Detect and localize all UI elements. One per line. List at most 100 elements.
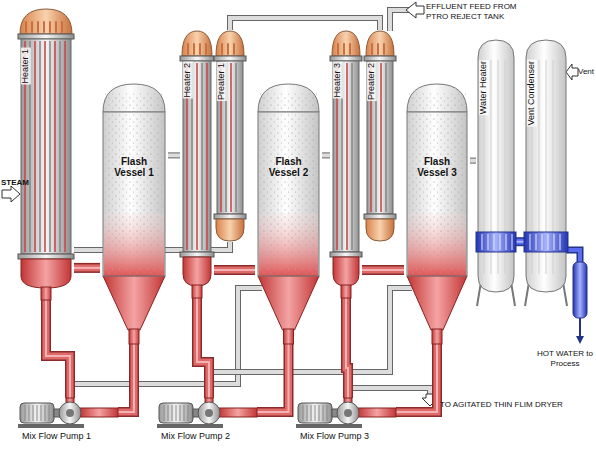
mix-flow-pump-outline-part (303, 405, 304, 421)
flash-vessel-outline (255, 82, 322, 344)
preheater-column-outline-part (366, 31, 394, 56)
mix-flow-pump-outline-part (198, 402, 220, 424)
pipe-stroke (396, 344, 437, 412)
water-heater-outline-part (506, 234, 507, 250)
heater-column-outline-part (180, 56, 214, 61)
pipe-connector (516, 241, 524, 242)
flash-vessel-outline-part (259, 92, 318, 276)
flash-vessel-outline-part (407, 276, 467, 277)
heater-column-outline-part (341, 285, 351, 298)
steam-inlet (2, 186, 20, 202)
heater-column-outline-part (337, 44, 339, 54)
flash-vessel: Flash Vessel 2 (255, 82, 322, 344)
pipe-stroke (197, 298, 209, 398)
heater-column-outline-part (351, 63, 353, 250)
pipe-stroke (118, 344, 134, 412)
pipe-stroke (346, 298, 348, 398)
heater-column-outline-part (206, 63, 208, 250)
heater-column-outline-part (21, 39, 71, 254)
feed-pipe-part (390, 10, 410, 31)
water-heater-outline-part (476, 232, 516, 252)
pipe-connector (230, 18, 380, 30)
dryer-line-part (348, 388, 430, 396)
mix-flow-pump-outline-part (33, 405, 34, 421)
preheater-column-outline-part (364, 214, 396, 219)
preheater-column: Preater 1 (214, 30, 246, 242)
heater-column-outline-part (49, 22, 51, 32)
pipe-connector (214, 270, 255, 271)
preheater-column-outline-part (214, 56, 246, 61)
flash-vessel-outline-part (284, 329, 294, 344)
heater-column-outline-part (330, 252, 362, 257)
preheater-column-outline-part (371, 44, 373, 54)
pipe-connector (396, 344, 437, 412)
heater-column-outline-part (55, 22, 57, 32)
heater-column-outline-part (37, 22, 39, 32)
heater-column-outline-part (31, 22, 33, 32)
pipe-stroke (516, 241, 524, 243)
hot-water-line (566, 250, 587, 344)
mix-flow-pump-outline-part (168, 405, 169, 421)
mix-flow-pump-outline-part (337, 402, 359, 424)
equipment-label: Preater 2 (367, 62, 377, 101)
equipment-label: Mix Flow Pump 2 (161, 432, 230, 442)
vent-condenser-outline-part (554, 234, 555, 250)
heater-column-outline-part (349, 44, 351, 54)
steam-label: STEAM (1, 178, 29, 188)
pipe-stroke (118, 344, 134, 412)
pipe-stroke (197, 298, 209, 398)
pipe-stroke (230, 18, 380, 30)
dryer-line-part (348, 388, 430, 396)
equipment-label: Heater 3 (333, 62, 343, 99)
pipe-connector (346, 298, 348, 398)
pipe-stroke (346, 298, 348, 398)
equipment-label: Water Heater (479, 60, 489, 115)
flash-vessel-outline-part (103, 276, 165, 330)
pipe-stroke (322, 153, 330, 157)
preheater-column-outline-part (367, 61, 393, 214)
vent-condenser-outline-part (560, 60, 561, 274)
pipe-stroke (168, 152, 180, 158)
mix-flow-pump: Mix Flow Pump 2 (157, 398, 257, 448)
transfer-pipe-part (209, 288, 412, 372)
mix-flow-pump: Mix Flow Pump 3 (296, 398, 396, 448)
preheater-column-outline-part (235, 63, 237, 212)
hot-water-line-part (576, 336, 584, 344)
pipe-stroke (74, 263, 100, 273)
mix-flow-pump-outline-part (307, 405, 308, 421)
preheater-column-outline-part (383, 44, 385, 54)
pipe-stroke (214, 269, 255, 271)
heater-column-outline-part (41, 287, 51, 300)
pipe-connector (362, 270, 404, 271)
pipe-stroke (74, 267, 100, 269)
pipe-stroke (346, 298, 348, 398)
pipe-stroke (396, 344, 437, 412)
mix-flow-pump-outline-part (164, 405, 165, 421)
mix-flow-pump-outline-part (180, 405, 181, 421)
water-heater-outline-part (500, 234, 501, 250)
equipment-label: Mix Flow Pump 1 (22, 432, 91, 442)
pipe-stroke (230, 18, 380, 30)
mix-flow-pump-outline-part (66, 409, 74, 417)
pipe-stroke (46, 300, 70, 398)
pipe-stroke (118, 344, 134, 412)
pipe-stroke (46, 300, 70, 398)
mix-flow-pump-outline-part (59, 402, 81, 424)
heater-column-outline-part (332, 31, 360, 56)
vent-condenser-outline-part (524, 232, 568, 252)
heater-column-outline-part (187, 44, 189, 54)
mix-flow-pump-outline-part (45, 405, 46, 421)
pipe-connector (470, 160, 476, 161)
heater-column-outline-part (44, 41, 46, 252)
heater-column-outline-part (20, 9, 72, 34)
heater-column-outline-part (180, 252, 214, 257)
pipe-stroke (257, 344, 289, 412)
preheater-column-outline-part (217, 61, 243, 214)
heater-column-outline-part (183, 257, 211, 286)
pipe-connector (46, 300, 70, 398)
vent-label: Vent (578, 67, 594, 77)
heater-column-outline-part (333, 257, 359, 286)
hot-water-line-part (573, 262, 587, 318)
flash-vessel-outline (404, 82, 470, 344)
